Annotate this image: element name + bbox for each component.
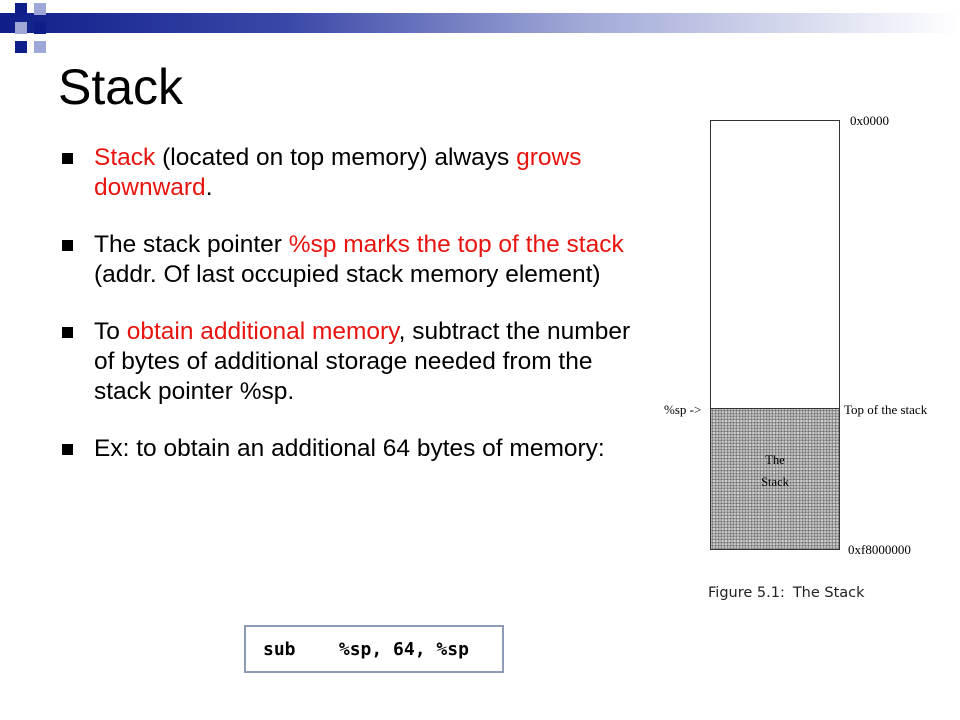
stack-figure: 0x0000 The Stack %sp -> Top of the stack…: [650, 100, 955, 610]
slide-title: Stack: [58, 59, 184, 115]
header-square-light-3: [34, 41, 46, 53]
stack-region-label: The Stack: [735, 449, 815, 493]
bullet-text-segment: To: [94, 318, 127, 345]
bullet-text-segment: Stack: [94, 144, 156, 171]
header-square-dark-3: [15, 41, 27, 53]
address-bottom-label: 0xf8000000: [848, 542, 911, 557]
bullet-text-segment: .: [205, 174, 213, 201]
bullet-item: Ex: to obtain an additional 64 bytes of …: [62, 434, 642, 464]
sp-pointer-label: %sp ->: [664, 402, 702, 417]
bullet-text-segment: obtain additional memory: [126, 318, 399, 345]
bullet-item: The stack pointer %sp marks the top of t…: [62, 230, 642, 290]
bullet-square-icon: [62, 153, 73, 164]
header-square-dark-2: [34, 22, 46, 34]
stack-region: The Stack: [711, 408, 839, 549]
caption-text: The Stack: [792, 585, 865, 601]
bullet-list: Stack (located on top memory) always gro…: [62, 143, 642, 491]
code-instruction: sub %sp, 64, %sp: [263, 639, 469, 660]
caption-number: Figure 5.1:: [708, 585, 785, 601]
bullet-square-icon: [62, 444, 73, 455]
header-square-light-2: [15, 22, 27, 34]
bullet-text-segment: %sp marks the top of the stack: [288, 231, 624, 258]
bullet-item: Stack (located on top memory) always gro…: [62, 143, 642, 203]
header-square-light-1: [34, 3, 46, 15]
bullet-item: To obtain additional memory, subtract th…: [62, 317, 642, 407]
code-box: sub %sp, 64, %sp: [244, 625, 504, 673]
stack-label-line2: Stack: [761, 475, 789, 489]
bullet-text-segment: , subtract the number of bytes of additi…: [94, 318, 631, 405]
stack-label-line1: The: [765, 453, 785, 467]
memory-column: The Stack: [710, 120, 840, 550]
header-gradient-band: [0, 13, 960, 33]
bullet-square-icon: [62, 327, 73, 338]
bullet-text-segment: (located on top memory) always: [155, 144, 517, 171]
bullet-text-segment: The stack pointer: [94, 231, 289, 258]
bullet-text-segment: grows downward: [94, 144, 582, 201]
address-top-label: 0x0000: [850, 113, 889, 128]
bullet-text-segment: (addr. Of last occupied stack memory ele…: [94, 261, 601, 288]
top-of-stack-label: Top of the stack: [844, 402, 928, 417]
figure-caption: Figure 5.1: The Stack: [708, 585, 873, 601]
bullet-square-icon: [62, 240, 73, 251]
header-square-dark-1: [15, 3, 27, 15]
bullet-text-segment: Ex: to obtain an additional 64 bytes of …: [94, 435, 605, 462]
